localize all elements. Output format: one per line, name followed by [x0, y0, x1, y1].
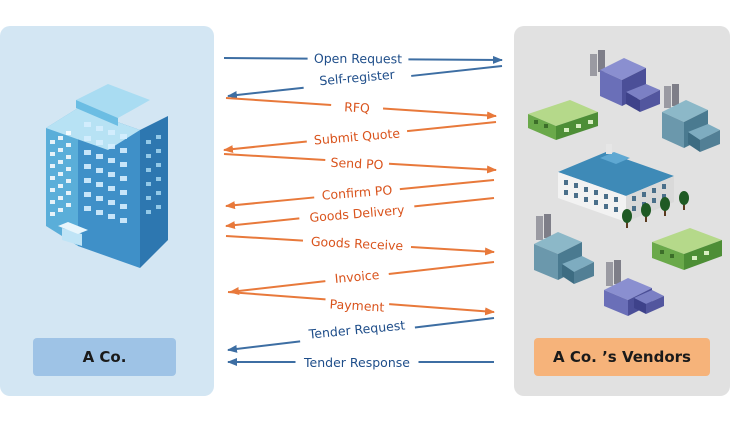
company-label: A Co. [33, 338, 176, 376]
arrow-line [225, 235, 304, 242]
arrow-line [411, 65, 503, 77]
arrow-head-line [388, 162, 497, 174]
message-label: Tender Response [303, 355, 410, 370]
arrow-head-line [227, 86, 304, 99]
message-label: Send PO [330, 155, 384, 172]
arrow-line [414, 197, 495, 208]
message-payment: Payment [227, 291, 495, 316]
arrow-head-line [225, 196, 315, 210]
message-invoice: Invoice [229, 261, 495, 295]
message-rfq: RFQ [225, 97, 497, 120]
message-open-request: Open Request [223, 51, 503, 67]
message-send-po: Send PO [223, 153, 497, 174]
arrow-head-line [227, 340, 301, 353]
arrow-line [414, 317, 495, 329]
message-confirm-po: Confirm PO [225, 179, 495, 210]
message-label: Payment [329, 296, 385, 314]
factory-buildings-icon [528, 50, 722, 316]
message-goods-receive: Goods Receive [225, 234, 495, 256]
message-label: Invoice [334, 267, 380, 286]
factory-green-right [652, 228, 722, 270]
tree-group [622, 191, 689, 228]
factory-purple-bottom [604, 260, 664, 316]
message-submit-quote: Submit Quote [223, 121, 497, 154]
arrow-line [223, 57, 308, 60]
message-label: Goods Delivery [309, 202, 406, 225]
message-label: Open Request [314, 51, 402, 67]
factory-central [558, 144, 689, 228]
arrow-head-line [225, 217, 300, 230]
arrow-head-line [410, 246, 495, 256]
arrow-line [223, 153, 326, 161]
arrow-line [406, 121, 497, 133]
message-label: RFQ [344, 99, 371, 115]
arrow-line [227, 291, 326, 301]
message-label: Submit Quote [313, 125, 401, 147]
arrow-head-line [389, 303, 495, 316]
message-label: Self-register [319, 67, 396, 89]
message-label: Confirm PO [321, 182, 393, 202]
message-label: Tender Request [307, 317, 406, 341]
factory-teal-top [662, 84, 720, 152]
vendors-label: A Co. ’s Vendors [534, 338, 710, 376]
factory-green-left [528, 100, 598, 140]
arrow-head-line [223, 140, 307, 154]
factory-teal-bottom [534, 214, 594, 284]
message-tender-response: Tender Response [227, 355, 494, 370]
message-tender-request: Tender Request [227, 317, 495, 353]
arrow-head-line [408, 55, 503, 64]
message-label: Goods Receive [311, 234, 404, 253]
message-self-register: Self-register [227, 65, 503, 99]
arrow-head-line [382, 107, 497, 120]
arrow-line [225, 97, 332, 107]
arrow-line [388, 261, 495, 275]
office-building-icon [46, 84, 168, 268]
factory-purple-top [590, 50, 660, 112]
arrow-line [399, 179, 495, 191]
arrow-head-line [229, 280, 326, 295]
